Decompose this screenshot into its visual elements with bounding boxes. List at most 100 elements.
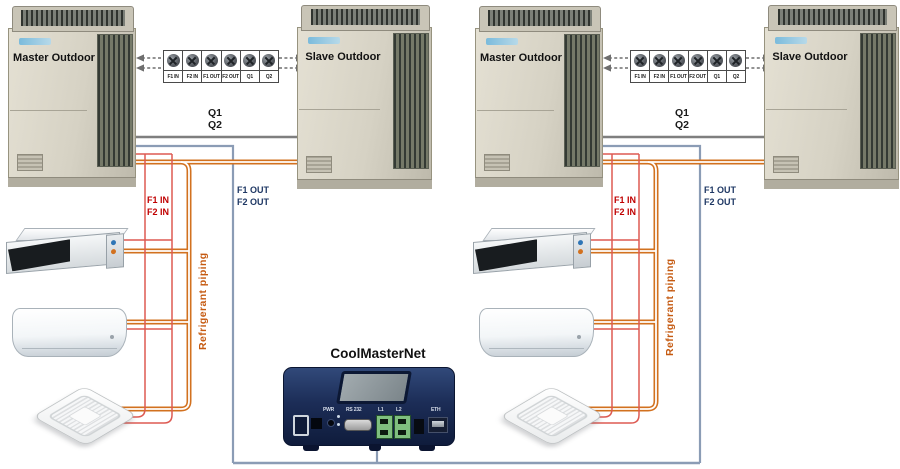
screw-row	[631, 51, 745, 70]
unit-label: Master Outdoor	[13, 52, 95, 64]
terminal-cell	[202, 51, 222, 70]
q1-q2-wire-label-2: Q1 Q2	[661, 107, 703, 131]
f2-in-label: F2 IN	[614, 206, 637, 217]
refrigerant-piping-core-2	[571, 161, 775, 410]
f2-out-label: F2 OUT	[704, 196, 737, 207]
side-grille	[860, 33, 896, 169]
terminal-cell	[183, 51, 203, 70]
arrowhead-left-icon	[136, 54, 144, 62]
pipe-vent	[306, 156, 332, 173]
screw-icon	[166, 54, 180, 67]
f2-in-label: F2 IN	[147, 206, 170, 217]
terminal-label: Q1	[241, 71, 260, 82]
terminal-label: F1 OUT	[202, 71, 222, 82]
unit-label: Master Outdoor	[480, 52, 562, 64]
connection-panel	[106, 233, 124, 269]
terminal-label: F1 OUT	[669, 71, 689, 82]
side-grille	[564, 34, 600, 167]
f-in-wire-label-2: F1 IN F2 IN	[614, 195, 636, 218]
controller-screen	[336, 371, 412, 404]
screw-icon	[652, 54, 666, 67]
cassette-panel	[32, 385, 138, 447]
ducted-indoor-unit-1	[4, 227, 130, 277]
f-out-wire-1	[126, 144, 235, 463]
l1-terminal-block	[376, 415, 393, 439]
terminal-cell	[669, 51, 689, 70]
pipe-core	[573, 161, 657, 410]
terminal-label: Q2	[732, 73, 740, 80]
aux-port	[311, 418, 322, 429]
io-connector	[414, 419, 424, 434]
refrigerant-piping-label-2: Refrigerant piping	[664, 258, 676, 356]
master-outdoor-unit-2: Master Outdoor	[475, 6, 603, 187]
terminal-cell	[708, 51, 727, 70]
unit-label: Slave Outdoor	[772, 51, 848, 63]
fan-grille	[11, 6, 135, 32]
side-grille	[393, 33, 429, 169]
terminal-label: F2 IN	[650, 71, 670, 82]
device-foot	[419, 445, 435, 451]
f-in-wire-label-1: F1 IN F2 IN	[147, 195, 169, 218]
cassette-indoor-unit-1	[28, 376, 140, 454]
daikin-logo	[486, 38, 518, 45]
screw-row	[164, 51, 278, 70]
coolmasternet-controller: PWR RS 232 L1 L2 ETH	[283, 367, 455, 451]
terminal-label: F2 OUT	[222, 71, 241, 82]
unit-base	[8, 177, 136, 187]
f1-out-label: F1 OUT	[237, 185, 270, 195]
panel-seam	[477, 110, 554, 111]
f1-out-label: F1 OUT	[704, 185, 737, 195]
q1-label: Q1	[674, 107, 689, 119]
ethernet-port	[428, 417, 448, 433]
terminal-cell	[689, 51, 708, 70]
screw-icon	[204, 54, 218, 67]
pwr-label: PWR	[323, 407, 335, 413]
f-in-wire	[571, 154, 613, 418]
panel-seam	[10, 110, 87, 111]
screw-icon	[710, 54, 724, 67]
terminal-label-row: F1 IN F2 IN F1 OUT F2 OUT Q1 Q2	[631, 70, 745, 82]
f1-in-label: F1 IN	[147, 195, 170, 205]
fan-grille	[478, 6, 602, 32]
f-in-wire	[104, 154, 146, 418]
eth-label: ETH	[431, 407, 441, 413]
f1-in-label: F1 IN	[614, 195, 637, 205]
cassette-panel	[499, 385, 605, 447]
slave-outdoor-unit-1: Slave Outdoor	[297, 5, 432, 189]
bottom-connector	[369, 444, 381, 451]
panel-seam	[299, 109, 380, 110]
screw-icon	[671, 54, 685, 67]
daikin-logo	[308, 37, 340, 44]
terminal-label: F1 IN	[631, 71, 651, 82]
screw-icon	[633, 54, 647, 67]
panel-seam	[766, 109, 847, 110]
q1-label: Q1	[207, 107, 222, 119]
terminal-label: F1 IN	[164, 71, 184, 82]
terminal-label: Q1	[708, 71, 727, 82]
screw-icon	[243, 54, 257, 67]
unit-base	[297, 179, 432, 189]
connection-panel	[573, 233, 591, 269]
ducted-indoor-unit-2	[471, 227, 597, 277]
status-led	[337, 423, 340, 426]
terminal-label: Q2	[265, 73, 273, 80]
unit-label: Slave Outdoor	[305, 51, 381, 63]
unit-base	[475, 177, 603, 187]
pipe-vent	[773, 156, 799, 173]
terminal-cell	[650, 51, 670, 70]
arrowhead-left-icon	[136, 64, 144, 72]
f2-out-label: F2 OUT	[237, 196, 270, 207]
daikin-logo	[19, 38, 51, 45]
arrowhead-left-icon	[603, 64, 611, 72]
terminal-cell	[222, 51, 241, 70]
screw-icon	[224, 54, 238, 67]
daikin-logo	[775, 37, 807, 44]
l1-label: L1	[378, 407, 384, 413]
l2-label: L2	[396, 407, 402, 413]
q2-label: Q2	[207, 119, 222, 131]
rs232-label: RS 232	[346, 407, 362, 413]
f-out-wire-label-2: F1 OUT F2 OUT	[704, 185, 736, 208]
refrigerant-piping-label-1: Refrigerant piping	[197, 252, 209, 350]
slave-outdoor-unit-2: Slave Outdoor	[764, 5, 899, 189]
